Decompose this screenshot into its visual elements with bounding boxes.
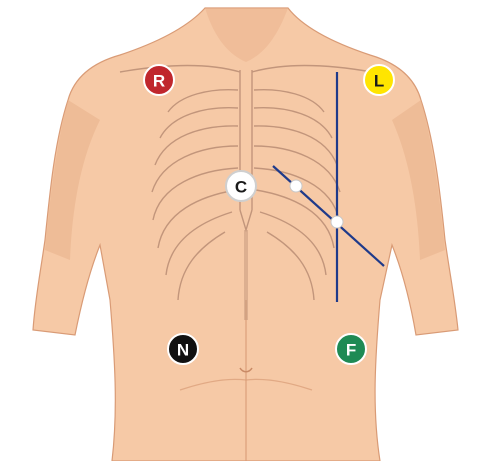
electrode-n-label: N [177,341,189,360]
electrode-f[interactable]: F [336,334,366,364]
electrode-c[interactable]: C [226,171,256,201]
electrode-n[interactable]: N [168,334,198,364]
electrode-c-label: C [235,178,247,197]
electrode-l-label: L [374,72,384,91]
electrode-l[interactable]: L [364,65,394,95]
axis-marker-point [331,216,343,228]
electrode-r[interactable]: R [144,65,174,95]
electrode-f-label: F [346,341,356,360]
axis-marker-point [290,180,302,192]
electrode-r-label: R [153,72,165,91]
